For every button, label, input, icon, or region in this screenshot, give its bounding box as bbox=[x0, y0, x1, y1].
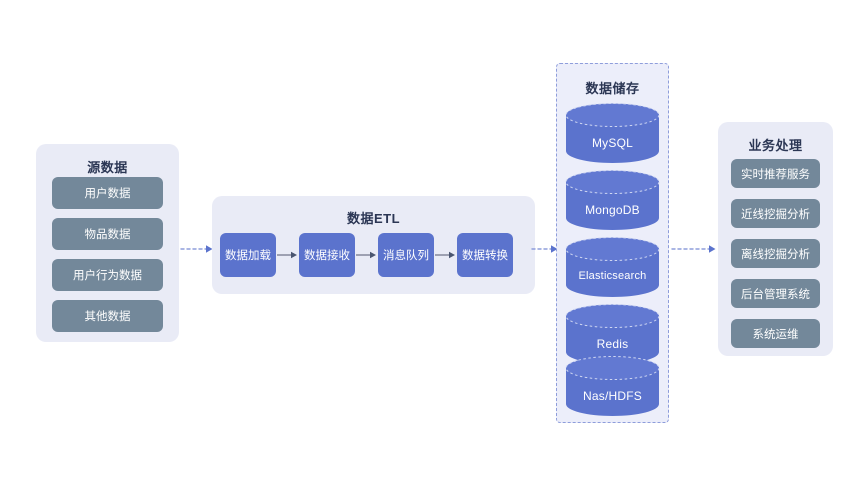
business-title: 业务处理 bbox=[748, 138, 803, 153]
business-item-system-ops[interactable]: 系统运维 bbox=[731, 319, 820, 348]
storage-cylinder-elasticsearch[interactable]: Elasticsearch bbox=[565, 237, 660, 297]
business-item-offline-mining[interactable]: 离线挖掘分析 bbox=[731, 239, 820, 268]
storage-cylinder-mysql[interactable]: MySQL bbox=[565, 103, 660, 163]
connector-etl-to-storage bbox=[531, 241, 560, 257]
etl-step-message-queue[interactable]: 消息队列 bbox=[378, 233, 434, 277]
source-item-other-data[interactable]: 其他数据 bbox=[52, 300, 163, 332]
etl-step-data-receive[interactable]: 数据接收 bbox=[299, 233, 355, 277]
etl-step-data-load[interactable]: 数据加载 bbox=[220, 233, 276, 277]
connector-storage-to-business bbox=[671, 241, 718, 257]
connector-etl-step-3-to-4 bbox=[435, 247, 457, 263]
storage-cylinder-mongodb[interactable]: MongoDB bbox=[565, 170, 660, 230]
business-item-nearline-mining[interactable]: 近线挖掘分析 bbox=[731, 199, 820, 228]
connector-etl-step-2-to-3 bbox=[356, 247, 378, 263]
storage-title: 数据储存 bbox=[585, 81, 640, 96]
storage-cylinder-redis[interactable]: Redis bbox=[565, 304, 660, 364]
etl-step-data-transform[interactable]: 数据转换 bbox=[457, 233, 513, 277]
source-item-product-data[interactable]: 物品数据 bbox=[52, 218, 163, 250]
source-data-title: 源数据 bbox=[87, 160, 128, 175]
source-item-user-data[interactable]: 用户数据 bbox=[52, 177, 163, 209]
storage-cylinder-nas-hdfs[interactable]: Nas/HDFS bbox=[565, 356, 660, 416]
connector-source-to-etl bbox=[180, 241, 215, 257]
business-item-realtime-recommend[interactable]: 实时推荐服务 bbox=[731, 159, 820, 188]
source-item-user-behavior-data[interactable]: 用户行为数据 bbox=[52, 259, 163, 291]
connector-etl-step-1-to-2 bbox=[277, 247, 299, 263]
business-item-admin-system[interactable]: 后台管理系统 bbox=[731, 279, 820, 308]
etl-title: 数据ETL bbox=[346, 211, 401, 226]
